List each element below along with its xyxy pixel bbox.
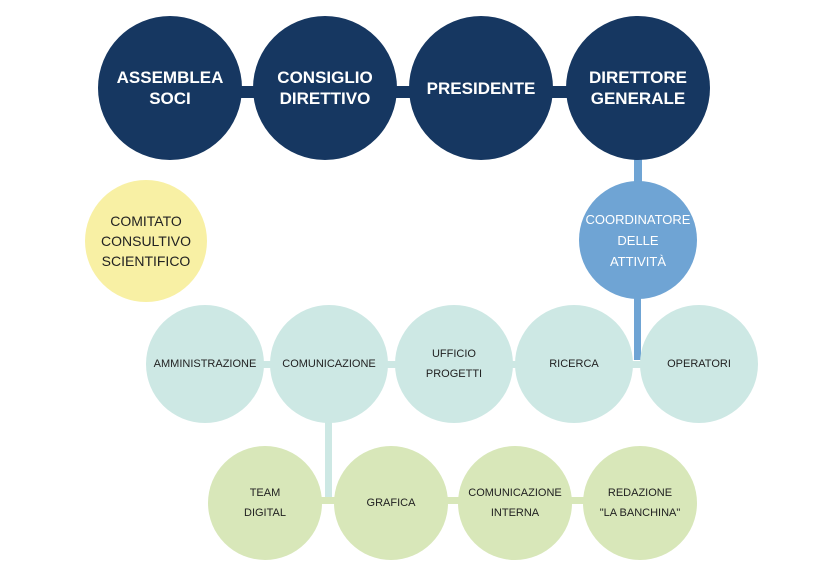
node-team-digital: TEAM DIGITAL (208, 446, 322, 560)
node-comunicazione-label: COMUNICAZIONE (282, 358, 376, 370)
node-redazione-banchina-label: REDAZIONE "LA BANCHINA" (599, 487, 681, 519)
node-team-digital-label: TEAM DIGITAL (244, 487, 286, 519)
node-presidente: PRESIDENTE (409, 16, 553, 160)
node-direttore-generale-label: DIRETTORE GENERALE (589, 68, 687, 108)
node-grafica-label: GRAFICA (366, 497, 416, 509)
node-coordinatore-attivita: COORDINATORE DELLE ATTIVITÀ (579, 181, 697, 299)
connector-team-row (265, 497, 645, 504)
node-consiglio-direttivo-label: CONSIGLIO DIRETTIVO (277, 68, 373, 108)
connector-director-coordinator (634, 150, 642, 200)
node-ufficio-progetti-label: UFFICIO PROGETTI (425, 348, 483, 380)
node-comunicazione: COMUNICAZIONE (270, 305, 388, 423)
node-comitato-consultivo-label: COMITATO CONSULTIVO SCIENTIFICO (101, 213, 191, 269)
connector-coordinator-operatori (634, 285, 641, 360)
node-amministrazione-label: AMMINISTRAZIONE (153, 358, 257, 370)
node-operatori: OPERATORI (640, 305, 758, 423)
node-presidente-label: PRESIDENTE (426, 78, 536, 98)
node-assemblea-soci-label: ASSEMBLEA SOCI (116, 68, 224, 108)
node-ricerca: RICERCA (515, 305, 633, 423)
node-comunicazione-interna-label: COMUNICAZIONE INTERNA (468, 487, 562, 519)
node-grafica: GRAFICA (334, 446, 448, 560)
node-operatori-label: OPERATORI (667, 358, 731, 370)
node-assemblea-soci: ASSEMBLEA SOCI (98, 16, 242, 160)
node-direttore-generale: DIRETTORE GENERALE (566, 16, 710, 160)
node-amministrazione: AMMINISTRAZIONE (146, 305, 264, 423)
connector-comunicazione-teams (325, 410, 332, 500)
node-ricerca-label: RICERCA (549, 358, 599, 370)
node-comunicazione-interna: COMUNICAZIONE INTERNA (458, 446, 572, 560)
node-redazione-banchina: REDAZIONE "LA BANCHINA" (583, 446, 697, 560)
node-coordinatore-attivita-label: COORDINATORE DELLE ATTIVITÀ (585, 211, 691, 269)
node-comitato-consultivo: COMITATO CONSULTIVO SCIENTIFICO (85, 180, 207, 302)
node-consiglio-direttivo: CONSIGLIO DIRETTIVO (253, 16, 397, 160)
node-ufficio-progetti: UFFICIO PROGETTI (395, 305, 513, 423)
